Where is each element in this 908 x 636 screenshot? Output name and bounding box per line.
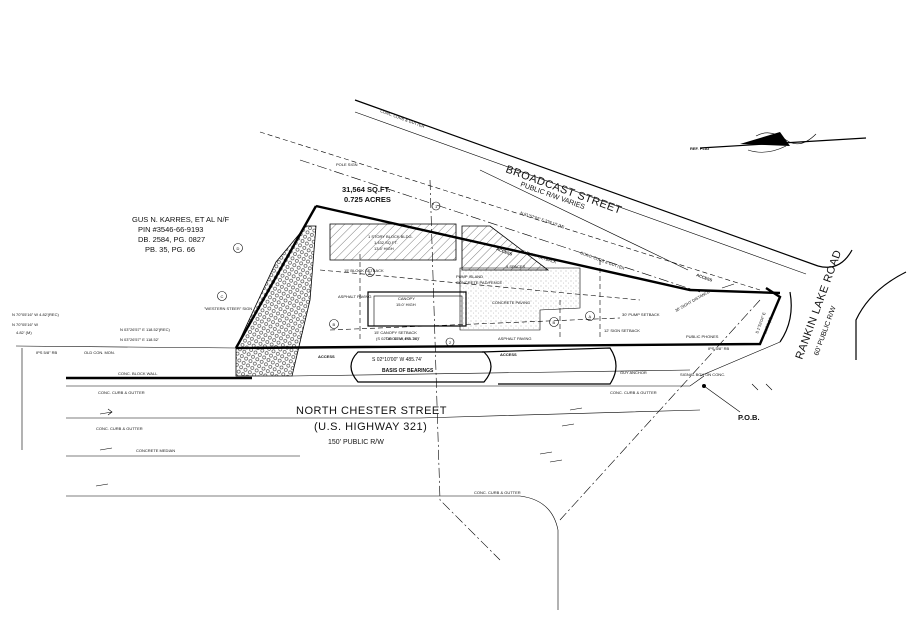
concrete-paving-label: CONCRETE PAVING — [492, 300, 530, 305]
public-phones: PUBLIC PHONES — [686, 334, 719, 339]
curb-label-4: CONC. CURB & GUTTER — [96, 426, 143, 431]
ips-label-west: IPS 5/8" RB — [36, 350, 58, 355]
deed-reference: DB. 3154, PG. 247 — [386, 336, 420, 341]
curb-label-2: CONC. CURB & GUTTER — [610, 390, 657, 395]
pole-sign-label: POLE SIGN — [336, 162, 358, 167]
marker-e: E — [365, 267, 375, 277]
curb-label-3: CONC. CURB & GUTTER — [474, 490, 521, 495]
guy-anchor: GUY ANCHOR — [620, 370, 647, 375]
marker-2: 2 — [445, 337, 455, 347]
chester-median-island — [350, 347, 617, 385]
median-label: CONCRETE MEDIAN — [136, 448, 175, 453]
ips-label-east: IPS 5/8" RB — [708, 346, 730, 351]
access-label-west: ACCESS — [318, 354, 335, 359]
traffic-arrows — [95, 283, 773, 487]
canopy-height: 15.0' HIGH — [396, 302, 416, 307]
parking-spaces: 9 SPACES — [506, 264, 526, 269]
south-line-bearing: N 03°26'57" E 118.52' — [120, 337, 159, 342]
canopy-label: CANOPY — [398, 296, 415, 301]
asphalt-paving-west: ASPHALT PAVING — [338, 294, 372, 299]
sight-distance: 30' SIGHT DISTANCE — [674, 289, 711, 313]
block-setback: 15' BLOCK SETBACK — [344, 268, 384, 273]
east-line-bearing-b: 21.51' (M) — [762, 315, 773, 334]
svg-text:B: B — [333, 322, 336, 327]
parcel-area-sqft: 31,564 SQ.FT. — [342, 185, 390, 194]
west-tie-distance: 4.82' (M) — [16, 330, 32, 335]
asphalt-paving-east: ASPHALT PAVING — [498, 336, 532, 341]
access-label-mid: ACCESS — [500, 352, 517, 357]
ref-plat-label: REF. PLAT — [690, 146, 710, 151]
adjoiner-owner: GUS N. KARRES, ET AL N/F — [132, 215, 230, 224]
broadcast-street-curbs — [354, 99, 853, 275]
basis-of-bearings-note: (S 02°10'00" W 485.74') — [376, 336, 419, 341]
pob-label: P.O.B. — [738, 413, 760, 422]
building-and-canopy — [329, 223, 581, 331]
adjoiner-plat: PB. 35, PG. 66 — [145, 245, 195, 254]
north-line-bearing: N 81°52'02" E 338.10' (M) — [520, 210, 566, 229]
rankin-lake-road-curbs — [699, 271, 907, 377]
basis-of-bearings-value: S 02°10'00" W 485.74' — [372, 357, 422, 363]
sign-setback: 12' SIGN SETBACK — [604, 328, 640, 333]
west-tie-rec: N 70°05'16" W 4.82'(REC) — [12, 312, 59, 317]
svg-text:1: 1 — [435, 204, 438, 209]
chester-street-sub: (U.S. HIGHWAY 321) — [314, 421, 427, 433]
north-arrow — [699, 132, 867, 153]
adjoiner-deed: DB. 2584, PG. 0827 — [138, 235, 205, 244]
svg-text:C: C — [221, 294, 224, 299]
signal-box: SIGNAL BOX ON CONC. — [680, 372, 725, 377]
marker-1: 1 — [431, 201, 441, 211]
block-wall-label: CONC. BLOCK WALL — [118, 371, 158, 376]
dumpster-pad: CONCRETE PAD/FENCE — [456, 280, 502, 285]
chester-street-name: NORTH CHESTER STREET — [296, 405, 447, 417]
svg-text:B: B — [553, 320, 556, 325]
parcel-area-acres: 0.725 ACRES — [344, 195, 391, 204]
marker-c: C — [217, 291, 227, 301]
setback-lines — [319, 179, 761, 561]
old-con-mon: OLD CON. MON. — [84, 350, 115, 355]
adjoiner-pin: PIN #3546-66-9193 — [138, 225, 203, 234]
curb-label-1: CONC. CURB & GUTTER — [98, 390, 145, 395]
svg-text:E: E — [369, 270, 372, 275]
marker-b-west: B — [329, 319, 339, 329]
pob-marker — [702, 384, 741, 413]
svg-text:A: A — [589, 314, 592, 319]
building-label: 1 STORY BLOCK BLDG. — [368, 234, 413, 239]
building-area: 1,432 SQ.FT. — [374, 240, 398, 245]
access-label-east: ACCESS — [696, 272, 714, 283]
west-tie-bearing: N 70°05'16" W — [12, 322, 38, 327]
marker-d: D — [233, 243, 243, 253]
curb-label-5: CONC. CURB & GUTTER — [380, 108, 426, 129]
pump-setback-east: 30' PUMP SETBACK — [622, 312, 660, 317]
marker-a: A — [585, 311, 595, 321]
western-steer-sign: "WESTERN STEER" SIGN — [204, 306, 252, 311]
svg-text:2: 2 — [449, 340, 452, 345]
pump-island: PUMP ISLAND — [456, 274, 483, 279]
block-wall-hatched-area — [235, 225, 317, 377]
access-label-north: ACCESS — [496, 246, 514, 257]
south-line-rec: N 03°26'57" E 118.52'(REC) — [120, 327, 171, 332]
building-height: 13.5' HIGH — [374, 246, 394, 251]
canopy-setback: 15' CANOPY SETBACK — [374, 330, 417, 335]
chester-street-row: 150' PUBLIC R/W — [328, 439, 384, 446]
chester-street-curbs — [66, 369, 705, 610]
basis-of-bearings-title: BASIS OF BEARINGS — [382, 368, 434, 374]
marker-b-east: B — [549, 317, 559, 327]
svg-text:D: D — [237, 246, 240, 251]
